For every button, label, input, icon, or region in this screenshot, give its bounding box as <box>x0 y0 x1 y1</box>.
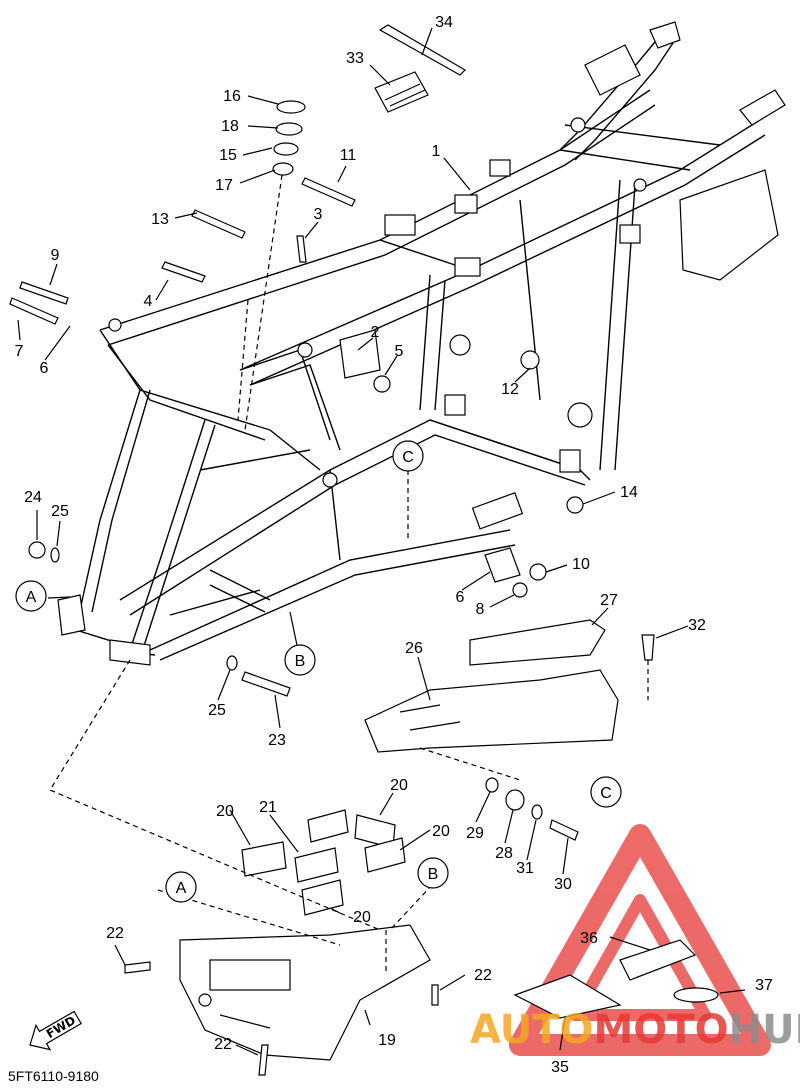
callout-35: 35 <box>551 1059 569 1076</box>
diagram-code: 5FT6110-9180 <box>8 1068 99 1084</box>
callout-36: 36 <box>580 930 598 947</box>
ref-b1: B <box>295 653 306 670</box>
callout-22b: 22 <box>474 967 492 984</box>
callout-6a: 6 <box>40 360 49 377</box>
fwd-arrow-icon: FWD <box>29 1010 82 1051</box>
callout-12: 12 <box>501 381 519 398</box>
callout-32: 32 <box>688 617 706 634</box>
callout-23: 23 <box>268 732 286 749</box>
ref-circle-a1 <box>15 580 47 612</box>
loose-parts <box>9 24 719 1076</box>
reference-circles: A B C C A B <box>15 440 622 903</box>
ref-c2: C <box>600 785 612 802</box>
callout-1: 1 <box>432 143 441 160</box>
callout-5: 5 <box>395 343 404 360</box>
callout-17: 17 <box>215 177 233 194</box>
callout-15: 15 <box>219 147 237 164</box>
fwd-label: FWD <box>44 1013 78 1041</box>
callout-18: 18 <box>221 118 239 135</box>
callout-33: 33 <box>346 50 364 67</box>
callout-8: 8 <box>476 601 485 618</box>
callout-31: 31 <box>516 860 534 877</box>
callout-30: 30 <box>554 876 572 893</box>
ref-a2: A <box>176 880 187 897</box>
callout-16: 16 <box>223 88 241 105</box>
ref-circle-c1 <box>392 440 424 472</box>
callout-3: 3 <box>314 206 323 223</box>
callout-10: 10 <box>572 556 590 573</box>
callout-21: 21 <box>259 799 277 816</box>
svg-text:AUTOMOTOHUB: AUTOMOTOHUB <box>470 1007 800 1053</box>
callout-9: 9 <box>51 247 60 264</box>
ref-circle-c2 <box>590 776 622 808</box>
ref-b2: B <box>428 866 439 883</box>
callout-26: 26 <box>405 640 423 657</box>
ref-c1: C <box>402 449 414 466</box>
callout-labels: 34 33 16 18 15 17 11 1 13 3 9 4 7 6 2 5 … <box>15 14 773 1076</box>
ref-a1: A <box>26 589 37 606</box>
callout-24: 24 <box>24 489 42 506</box>
callout-11: 11 <box>340 147 357 164</box>
callout-19: 19 <box>378 1032 396 1049</box>
callout-20a: 20 <box>390 777 408 794</box>
callout-29: 29 <box>466 825 484 842</box>
callout-34: 34 <box>435 14 453 31</box>
watermark-moto: MOTO <box>594 1007 729 1053</box>
callout-22a: 22 <box>106 925 124 942</box>
callout-25b: 25 <box>208 702 226 719</box>
ref-circle-b1 <box>284 644 316 676</box>
watermark-auto: AUTO <box>470 1007 594 1053</box>
callout-37: 37 <box>755 977 773 994</box>
ref-circle-a2 <box>165 871 197 903</box>
watermark-hub: HUB <box>729 1007 800 1053</box>
callout-25a: 25 <box>51 503 69 520</box>
callout-28: 28 <box>495 845 513 862</box>
callout-7: 7 <box>15 343 24 360</box>
callout-20d: 20 <box>353 909 371 926</box>
callout-20b: 20 <box>216 803 234 820</box>
callout-2: 2 <box>371 324 380 341</box>
callout-27: 27 <box>600 592 618 609</box>
callout-13: 13 <box>151 211 169 228</box>
callout-14: 14 <box>620 484 638 501</box>
callout-4: 4 <box>144 293 153 310</box>
callout-20c: 20 <box>432 823 450 840</box>
callout-22c: 22 <box>214 1036 232 1053</box>
ref-circle-b2 <box>417 857 449 889</box>
watermark-text: AUTOMOTOHUB <box>470 1007 800 1053</box>
main-frame <box>57 21 786 666</box>
leader-lines <box>17 27 746 1056</box>
callout-6b: 6 <box>456 589 465 606</box>
